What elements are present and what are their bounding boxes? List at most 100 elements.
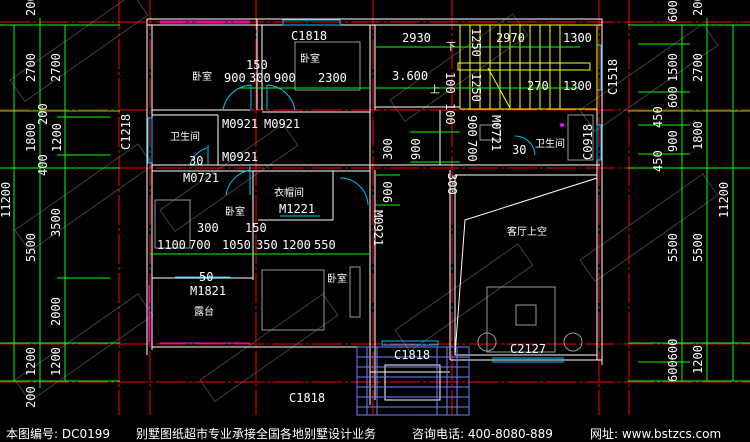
dimension-lines [0,18,750,388]
dimension-label: C0918 [581,124,595,160]
dimension-label: 700 [189,238,211,252]
dimension-label: 1200 [691,345,705,374]
dimension-label: C1818 [289,391,325,405]
dimension-label: C1218 [119,114,133,150]
dimension-label: 300 [381,138,395,160]
room-labels: 卧室 卧室 卫生间 卫生间 衣帽间 卧室 卧室 露台 客厅上空 下 上 [170,42,565,318]
dimension-label: 450 [651,150,665,172]
dimension-label: 1200 [282,238,311,252]
dimension-label: 1800 [691,121,705,150]
dimension-label: 450 [651,106,665,128]
dimension-label: 300 [197,221,219,235]
dimension-label: 100 [443,72,457,94]
room-label: 卧室 [192,70,212,83]
dimension-label: 1800 [24,123,38,152]
room-label: 卧室 [225,205,245,218]
dimension-label: 350 [256,238,278,252]
dimension-label: 150 [245,221,267,235]
dimension-label: 1500 [666,53,680,82]
dimension-label: M1221 [279,202,315,216]
dimension-label: 1100 [157,238,186,252]
room-label: 卫生间 [170,130,200,143]
dimension-label: 900 [409,138,423,160]
dimension-label: 1250 [469,73,483,102]
furniture [154,41,594,353]
dimension-label: 1200 [49,347,63,376]
dimension-label: 200 [24,386,38,408]
slogan: 别墅图纸超市专业承接全国各地别墅设计业务 [136,426,377,441]
dimension-label: C1818 [291,29,327,43]
dimension-label: 300 [445,173,459,195]
dimension-label: 11200 [717,182,731,218]
phone: 咨询电话: 400-8080-889 [412,426,553,441]
dimension-label: 1050 [222,238,251,252]
dimension-label: 3.600 [392,69,428,83]
dimension-label: M0721 [489,115,503,151]
dimension-label: C1818 [394,348,430,362]
dimension-label: 200 [691,0,705,16]
dimension-label: 50 [199,270,213,284]
dimension-label: 2700 [49,53,63,82]
dimension-label: 5500 [691,233,705,262]
dimension-label: 5500 [666,233,680,262]
dimension-label: 2930 [402,31,431,45]
dimension-label: 1250 [469,28,483,57]
dimension-label: 900 [381,181,395,203]
dimension-label: 550 [314,238,336,252]
dimension-label: 200 [24,0,38,16]
room-label: 卧室 [327,272,347,285]
dimension-label: 900 [274,71,296,85]
dimension-label: 2000 [49,297,63,326]
dimension-label: 1200 [50,123,64,152]
dimension-label: 11200 [0,182,13,218]
dimension-label: 900 [666,130,680,152]
dimension-label: 2970 [496,31,525,45]
drawing-number: 本图编号: DC0199 [6,426,111,441]
room-label: 卧室 [300,52,320,65]
dimension-label: 2700 [24,53,38,82]
dimension-label: C1518 [606,59,620,95]
left-dimensions: 200 2700 2700 200 1800 1200 400 11200 35… [0,0,64,408]
dimension-label: 30 [512,143,526,157]
dimension-label: 900 [465,115,479,137]
dimension-label: 30 [189,154,203,168]
dimension-label: M1821 [190,284,226,298]
website-link[interactable]: 网址: www.bstzcs.com [590,426,722,441]
dimension-label: 270 [527,79,549,93]
dimension-label: 100 [443,103,457,125]
dimension-label: 900 [224,71,246,85]
dimension-label: 2700 [691,53,705,82]
dimension-label: 1300 [563,79,592,93]
dimension-label: 300 [249,71,271,85]
dimension-label: M0921 [222,150,258,164]
dimension-label: M0921 [264,117,300,131]
dimension-label: M0921 [371,210,385,246]
dimension-label: 1200 [24,347,38,376]
dimension-label: 2300 [318,71,347,85]
room-label: 衣帽间 [274,186,304,199]
footer-bar: 本图编号: DC0199 别墅图纸超市专业承接全国各地别墅设计业务 咨询电话: … [0,424,750,442]
dimension-label: C2127 [510,342,546,356]
dimension-label: 600600 [666,339,680,382]
dimension-label: 5500 [24,233,38,262]
dimension-label: 1300 [563,31,592,45]
room-label: 卫生间 [535,137,565,150]
dimension-label: 3500 [49,208,63,237]
room-label: 露台 [194,305,214,318]
opening-labels: C1818 C1218 C1518 C0918 C1818 C1818 C212… [119,29,620,405]
room-label: 客厅上空 [507,225,547,238]
stair-label: 下 [446,42,456,53]
dimension-label: M0721 [183,171,219,185]
dimension-label: 700 [465,140,479,162]
right-dimensions: 600 200 1500 2700 600 450 900 1800 450 1… [651,0,731,382]
stair-label: 上 [430,84,440,96]
dimension-label: 200 [36,103,50,125]
dimension-label: 400 [36,154,50,176]
inner-dimensions: 150 900 300 900 2300 30 2930 3.600 2970 … [157,28,592,284]
dimension-label: 150 [246,58,268,72]
balcony-hatch [356,346,470,416]
dimension-label: 600 [666,86,680,108]
dimension-label: 600 [666,0,680,22]
